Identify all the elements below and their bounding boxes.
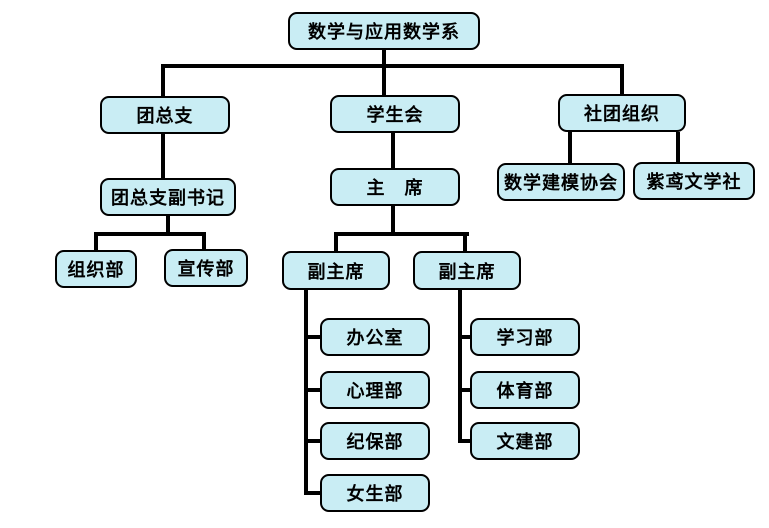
connector-branch-discipline bbox=[304, 439, 320, 443]
node-culture-dept: 文建部 bbox=[470, 422, 580, 460]
node-psychology-dept: 心理部 bbox=[320, 371, 430, 409]
node-study-dept: 学习部 bbox=[470, 318, 580, 356]
connector-drop-vice-right bbox=[463, 234, 467, 251]
connector-branch-psychology bbox=[304, 388, 320, 392]
node-girls-dept: 女生部 bbox=[320, 474, 430, 512]
connector-drop-vice-left bbox=[334, 234, 338, 251]
connector-vice-right-spine bbox=[458, 290, 462, 443]
connector-deputy-bus bbox=[94, 232, 206, 236]
connector-league-to-deputy bbox=[161, 134, 165, 178]
connector-branch-culture bbox=[458, 439, 470, 443]
connector-chairman-bus bbox=[334, 232, 469, 236]
node-root: 数学与应用数学系 bbox=[288, 12, 480, 50]
connector-branch-study bbox=[458, 335, 470, 339]
connector-drop-organization bbox=[94, 234, 98, 250]
connector-branch-girls bbox=[304, 491, 320, 495]
connector-vice-left-spine bbox=[304, 290, 308, 495]
node-chairman: 主 席 bbox=[330, 168, 460, 206]
connector-union-to-chairman bbox=[391, 133, 395, 168]
connector-drop-clubs bbox=[620, 66, 624, 94]
node-office: 办公室 bbox=[320, 318, 430, 356]
node-publicity-dept: 宣传部 bbox=[164, 249, 248, 287]
connector-branch-office bbox=[304, 335, 320, 339]
connector-drop-publicity bbox=[202, 234, 206, 249]
node-league-deputy-secretary: 团总支副书记 bbox=[100, 178, 236, 216]
connector-drop-math-modeling bbox=[568, 132, 572, 163]
node-math-modeling-association: 数学建模协会 bbox=[497, 163, 625, 201]
node-student-union: 学生会 bbox=[330, 95, 460, 133]
node-ziyuan-literature-society: 紫鸢文学社 bbox=[633, 162, 755, 200]
node-discipline-security-dept: 纪保部 bbox=[320, 422, 430, 460]
connector-deputy-stem bbox=[166, 216, 170, 234]
connector-chairman-stem bbox=[391, 206, 395, 232]
node-vice-chairman-right: 副主席 bbox=[413, 251, 521, 290]
node-league-branch: 团总支 bbox=[100, 96, 230, 134]
connector-drop-literature bbox=[676, 132, 680, 162]
connector-branch-sports bbox=[458, 388, 470, 392]
node-vice-chairman-left: 副主席 bbox=[282, 251, 390, 290]
node-organization-dept: 组织部 bbox=[55, 250, 137, 288]
connector-drop-league bbox=[161, 66, 165, 96]
node-club-organizations: 社团组织 bbox=[558, 94, 686, 132]
connector-root-stem bbox=[382, 50, 386, 95]
connector-level1-bus bbox=[161, 64, 624, 68]
node-sports-dept: 体育部 bbox=[470, 371, 580, 409]
